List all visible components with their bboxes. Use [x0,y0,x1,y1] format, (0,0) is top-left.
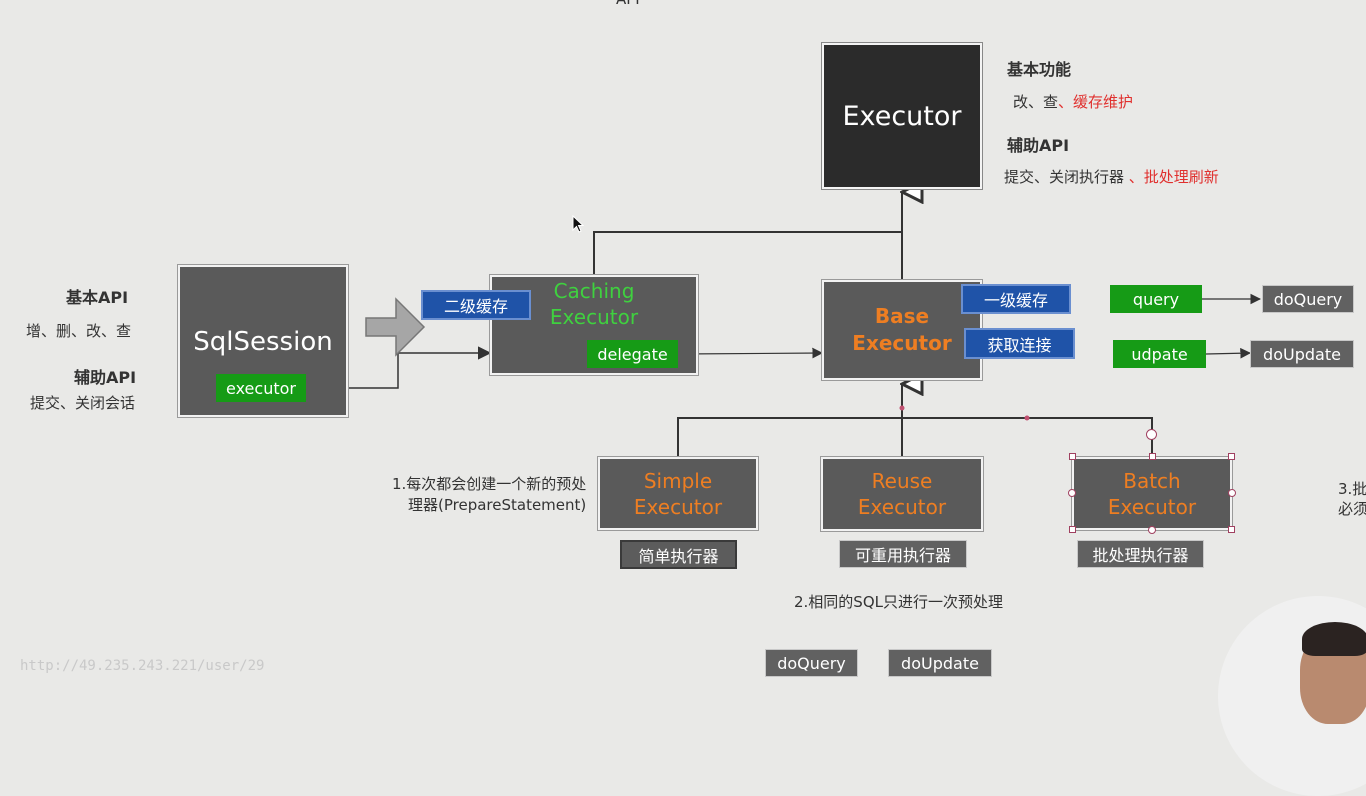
get-connection-tag[interactable]: 获取连接 [964,328,1075,359]
sqlsession-aux-title: 辅助API [74,368,137,387]
sqlsession-box[interactable]: SqlSession [178,265,348,417]
executor-basic-title: 基本功能 [1007,60,1072,79]
rotate-handle[interactable] [1146,429,1157,440]
executor-basic-items: 改、查、缓存维护 [1013,93,1134,111]
simple-executor-cn-tag: 简单执行器 [620,540,737,569]
executor-aux-title: 辅助API [1007,136,1070,155]
bottom-doquery-tag[interactable]: doQuery [765,649,858,677]
connector-lines [310,0,1262,457]
mouse-cursor-icon [572,215,584,233]
selection-handle[interactable] [1228,489,1236,497]
bottom-doupdate-tag[interactable]: doUpdate [888,649,992,677]
batch-executor-cn-tag: 批处理执行器 [1077,540,1204,568]
doupdate-method-tag[interactable]: doUpdate [1250,340,1354,368]
sqlsession-aux-items: 提交、关闭会话 [30,394,136,412]
executor-aux-items: 提交、关闭执行器 、批处理刷新 [1004,168,1219,186]
second-level-cache-tag[interactable]: 二级缓存 [421,290,531,320]
sqlsession-executor-tag[interactable]: executor [216,374,306,402]
selection-handle[interactable] [1228,453,1235,460]
doquery-method-tag[interactable]: doQuery [1262,285,1354,313]
selection-handle[interactable] [1069,526,1076,533]
sqlsession-basic-title: 基本API [66,288,129,307]
selection-handle[interactable] [1228,526,1235,533]
reuse-executor-cn-tag: 可重用执行器 [839,540,967,568]
presenter-hair [1302,622,1366,656]
selection-handle[interactable] [1068,489,1076,497]
delegate-tag[interactable]: delegate [587,340,678,368]
first-level-cache-tag[interactable]: 一级缓存 [961,284,1071,314]
selection-handle[interactable] [1148,526,1156,534]
sqlsession-basic-items: 增、删、改、查 [26,322,132,340]
note-batch-partial: 3.批必须 [1338,480,1366,518]
selection-handle[interactable] [1069,453,1076,460]
update-method-tag[interactable]: udpate [1113,340,1206,368]
note-reuse: 2.相同的SQL只进行一次预处理 [794,593,1003,611]
note-simple: 1.每次都会创建一个新的预处 理器(PrepareStatement) [391,475,587,514]
sqlsession-label: SqlSession [193,327,333,357]
executor-box[interactable]: Executor [822,43,982,189]
query-method-tag[interactable]: query [1110,285,1202,313]
executor-label: Executor [842,100,962,132]
selection-handle[interactable] [1149,453,1156,460]
url-watermark: http://49.235.243.221/user/29 [20,658,265,674]
top-fragment-text: API [616,0,640,8]
